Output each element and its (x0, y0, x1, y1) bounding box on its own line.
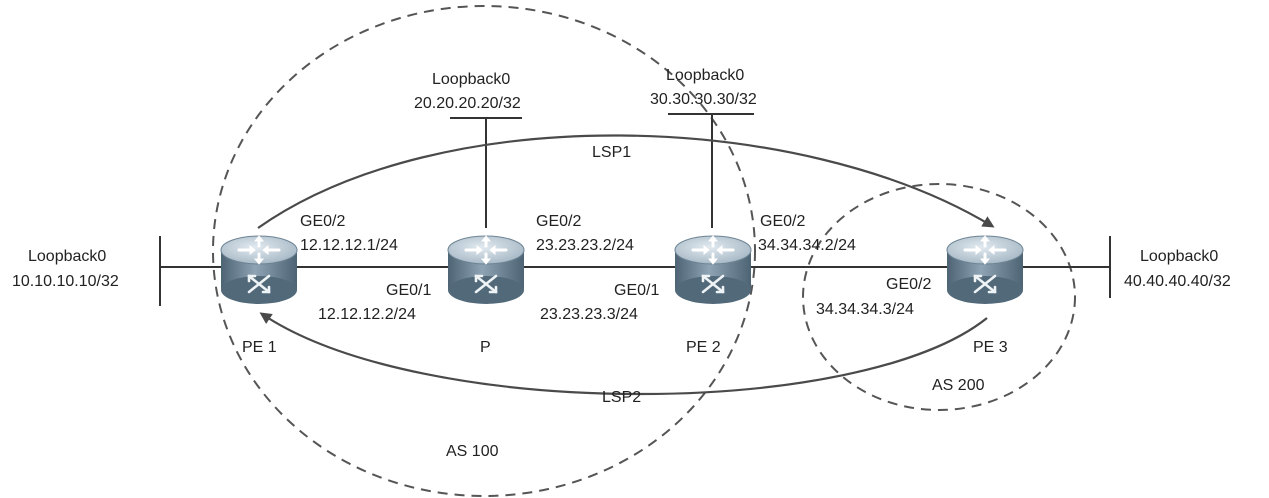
loopback-address-p: 20.20.20.20/32 (414, 95, 521, 112)
lsp1-path (257, 134, 995, 229)
as100-boundary (212, 5, 756, 497)
loopback-name-pe1: Loopback0 (28, 248, 106, 265)
iface-address-p-ge02: 23.23.23.2/24 (536, 237, 634, 254)
router-label-p: P (480, 339, 491, 356)
iface-port-pe2-ge02: GE0/2 (760, 213, 805, 230)
lsp1-label: LSP1 (592, 144, 631, 161)
router-pe2-icon[interactable] (673, 234, 753, 306)
loopback-name-pe3: Loopback0 (1140, 248, 1218, 265)
iface-address-p-ge01: 12.12.12.2/24 (318, 306, 416, 323)
router-pe1-icon[interactable] (219, 234, 299, 306)
iface-port-pe1-ge02: GE0/2 (300, 213, 345, 230)
lsp2-label: LSP2 (602, 389, 641, 406)
loopback-address-pe3: 40.40.40.40/32 (1124, 273, 1231, 290)
loopback-address-pe2: 30.30.30.30/32 (650, 91, 757, 108)
router-label-pe1: PE 1 (242, 339, 277, 356)
iface-address-pe1-ge02: 12.12.12.1/24 (300, 237, 398, 254)
loopback-name-pe2: Loopback0 (666, 67, 744, 84)
iface-port-pe2-ge01: GE0/1 (614, 282, 659, 299)
iface-address-pe3-ge02: 34.34.34.3/24 (816, 301, 914, 318)
router-label-pe2: PE 2 (686, 339, 721, 356)
iface-port-pe3-ge02: GE0/2 (886, 276, 931, 293)
iface-port-p-ge01: GE0/1 (386, 282, 431, 299)
router-pe3-icon[interactable] (945, 234, 1025, 306)
iface-address-pe2-ge01: 23.23.23.3/24 (540, 306, 638, 323)
iface-address-pe2-ge02: 34.34.34.2/24 (758, 237, 856, 254)
as100-label: AS 100 (446, 443, 499, 460)
router-label-pe3: PE 3 (973, 339, 1008, 356)
lsp2-path (259, 312, 988, 396)
as200-label: AS 200 (932, 377, 985, 394)
loopback-address-pe1: 10.10.10.10/32 (12, 273, 119, 290)
loopback-name-p: Loopback0 (432, 71, 510, 88)
iface-port-p-ge02: GE0/2 (536, 213, 581, 230)
router-p-icon[interactable] (446, 234, 526, 306)
as200-boundary (802, 183, 1076, 411)
